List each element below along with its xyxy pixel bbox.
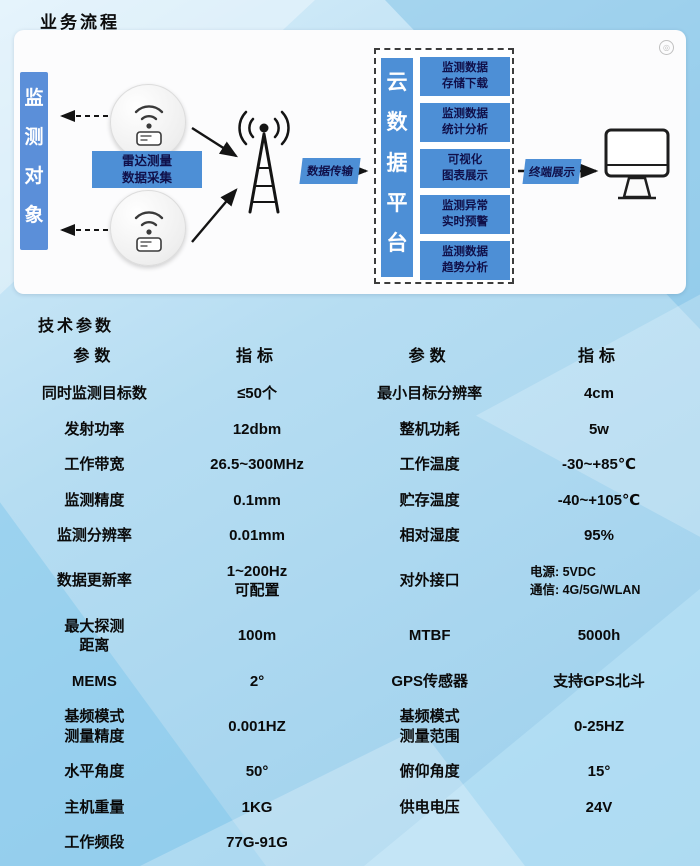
param-value-cell: 15° bbox=[587, 763, 611, 780]
param-name-cell: MEMS bbox=[71, 672, 117, 690]
cloud-platform-bar: 云数据平台 bbox=[381, 58, 413, 277]
flow-diagram-card: 监测对象 bbox=[14, 30, 686, 294]
table-row: 基频模式 测量精度 0.001HZ 基频模式 测量范围 0-25HZ bbox=[18, 699, 682, 754]
param-value-cell: 1~200Hz 可配置 bbox=[226, 562, 288, 600]
param-value-cell: 50° bbox=[245, 763, 269, 780]
cloud-function-item: 监测数据 存储下载 bbox=[420, 57, 510, 96]
param-name-cell: 俯仰角度 bbox=[399, 763, 460, 780]
table-row: 数据更新率 1~200Hz 可配置 对外接口 电源: 5VDC 通信: 4G/5G/W… bbox=[18, 554, 682, 609]
param-name-cell: 主机重量 bbox=[64, 798, 125, 816]
cloud-function-item: 监测数据 趋势分析 bbox=[420, 241, 510, 280]
flow-arrows-graphic bbox=[60, 110, 670, 243]
monitor-icon bbox=[604, 128, 670, 200]
table-row: 水平角度 50° 俯仰角度 15° bbox=[18, 754, 682, 790]
table-row: 发射功率 12dbm 整机功耗 5w bbox=[18, 412, 682, 448]
param-value-cell: 0-25HZ bbox=[573, 717, 624, 735]
param-name-cell: MTBF bbox=[408, 627, 451, 645]
column-header: 指标 bbox=[236, 348, 279, 365]
radar-sensor-icon bbox=[110, 190, 186, 266]
param-value-cell: 4cm bbox=[583, 385, 614, 402]
param-name-cell: 监测分辨率 bbox=[56, 527, 132, 544]
param-value-cell: 2° bbox=[249, 672, 265, 690]
table-row: 最大探测 距离 100m MTBF 5000h bbox=[18, 609, 682, 664]
param-value-cell: 1KG bbox=[241, 798, 273, 816]
param-value-cell: 12dbm bbox=[232, 420, 282, 438]
table-row: 监测精度 0.1mm 贮存温度 -40~+105℃ bbox=[18, 483, 682, 519]
antenna-icon bbox=[238, 110, 290, 214]
table-row: 工作带宽 26.5~300MHz 工作温度 -30~+85℃ bbox=[18, 447, 682, 483]
param-name-cell: 供电电压 bbox=[399, 798, 460, 816]
param-name-cell: 工作带宽 bbox=[64, 456, 125, 473]
param-value-cell: ≤50个 bbox=[237, 385, 277, 402]
arrow-sensor1-to-antenna bbox=[191, 126, 239, 158]
param-name-cell: 工作温度 bbox=[399, 456, 460, 473]
param-name-cell: 发射功率 bbox=[64, 420, 125, 438]
param-value-cell: 95% bbox=[583, 527, 614, 544]
data-transmission-label: 数据传输 bbox=[299, 158, 361, 184]
param-name-cell: 监测精度 bbox=[64, 491, 125, 509]
param-value-cell bbox=[516, 825, 682, 861]
param-value-cell: -30~+85℃ bbox=[561, 456, 637, 473]
param-value-cell: 26.5~300MHz bbox=[210, 456, 304, 473]
param-name-cell bbox=[343, 825, 516, 861]
param-name-cell: 基频模式 测量精度 bbox=[64, 708, 125, 745]
param-name-cell: 基频模式 测量范围 bbox=[399, 708, 460, 745]
watermark-icon: ◎ bbox=[659, 40, 674, 55]
params-table-header: 参数 指标 参数 指标 bbox=[18, 336, 682, 376]
param-value-cell: 0.1mm bbox=[233, 491, 281, 509]
param-name-cell: 相对湿度 bbox=[399, 527, 460, 544]
param-value-cell: 0.001HZ bbox=[228, 717, 286, 735]
param-name-cell: 最大探测 距离 bbox=[64, 617, 125, 655]
radar-sensor-icon bbox=[110, 84, 186, 160]
flow-section-title: 业务流程 bbox=[40, 13, 120, 32]
cloud-function-item: 可视化 图表展示 bbox=[420, 149, 510, 188]
table-row: MEMS 2° GPS传感器 支持GPS北斗 bbox=[18, 664, 682, 700]
table-row: 同时监测目标数 ≤50个 最小目标分辨率 4cm bbox=[18, 376, 682, 412]
param-name-cell: 最小目标分辨率 bbox=[377, 385, 483, 402]
cloud-function-list: 监测数据 存储下载 监测数据 统计分析 可视化 图表展示 监测异常 实时预警 监… bbox=[420, 57, 510, 287]
param-name-cell: 贮存温度 bbox=[399, 491, 460, 509]
param-value-cell: 电源: 5VDC 通信: 4G/5G/WLAN bbox=[529, 564, 641, 597]
param-value-cell: 5000h bbox=[577, 627, 621, 645]
table-row: 主机重量 1KG 供电电压 24V bbox=[18, 790, 682, 826]
param-name-cell: 数据更新率 bbox=[56, 572, 132, 590]
param-value-cell: -40~+105℃ bbox=[557, 491, 641, 509]
param-name-cell: GPS传感器 bbox=[391, 672, 468, 690]
param-value-cell: 0.01mm bbox=[229, 527, 285, 544]
param-value-cell: 5w bbox=[588, 420, 609, 438]
params-table: 参数 指标 参数 指标 同时监测目标数 ≤50个 最小目标分辨率 4cm 发射功率 12d… bbox=[18, 336, 682, 861]
wifi-device-icon bbox=[134, 105, 164, 146]
param-value-cell: 支持GPS北斗 bbox=[553, 672, 645, 690]
param-name-cell: 同时监测目标数 bbox=[41, 385, 147, 402]
header-row: 参数 指标 参数 指标 bbox=[18, 336, 682, 376]
cloud-function-item: 监测异常 实时预警 bbox=[420, 195, 510, 234]
cloud-platform-box: 云数据平台 监测数据 存储下载 监测数据 统计分析 可视化 图表展示 监测异常 … bbox=[374, 48, 514, 284]
param-value-cell: 77G-91G bbox=[226, 834, 288, 851]
param-name-cell: 整机功耗 bbox=[399, 420, 460, 438]
terminal-display-label: 终端展示 bbox=[522, 159, 582, 184]
param-value-cell: 24V bbox=[585, 798, 613, 816]
arrow-sensor2-to-antenna bbox=[191, 188, 238, 243]
column-header: 参数 bbox=[73, 348, 116, 365]
table-row: 监测分辨率 0.01mm 相对湿度 95% bbox=[18, 518, 682, 554]
params-table-body: 同时监测目标数 ≤50个 最小目标分辨率 4cm 发射功率 12dbm 整机功耗 5w 工作带宽… bbox=[18, 376, 682, 861]
param-value-cell: 100m bbox=[237, 627, 277, 645]
param-name-cell: 对外接口 bbox=[399, 572, 460, 590]
params-section-title: 技术参数 bbox=[38, 318, 115, 335]
radar-collection-label: 雷达测量 数据采集 bbox=[92, 151, 202, 188]
monitored-object-bar: 监测对象 bbox=[20, 72, 48, 250]
column-header: 参数 bbox=[408, 348, 451, 365]
wifi-device-icon bbox=[134, 211, 164, 252]
cloud-function-item: 监测数据 统计分析 bbox=[420, 103, 510, 142]
param-name-cell: 工作频段 bbox=[64, 834, 125, 851]
param-name-cell: 水平角度 bbox=[64, 763, 125, 780]
column-header: 指标 bbox=[577, 348, 620, 365]
table-row: 工作频段 77G-91G bbox=[18, 825, 682, 861]
